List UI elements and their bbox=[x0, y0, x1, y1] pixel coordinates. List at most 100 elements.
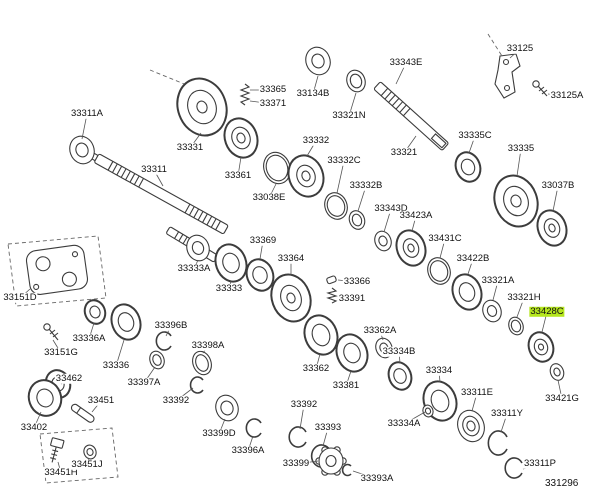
part-label-33334a[interactable]: 33334A bbox=[386, 417, 422, 430]
part-label-33421g[interactable]: 33421G bbox=[544, 392, 580, 405]
part-label-33391[interactable]: 33391 bbox=[337, 292, 367, 305]
part-label-33343d[interactable]: 33343D bbox=[373, 202, 409, 215]
part-33331-gear bbox=[176, 77, 228, 137]
part-33037b-gear bbox=[536, 209, 568, 247]
part-33311-input-shaft bbox=[87, 150, 229, 235]
part-label-33369[interactable]: 33369 bbox=[248, 234, 278, 247]
part-label-33396a[interactable]: 33396A bbox=[230, 444, 266, 457]
part-33423a-gear bbox=[395, 229, 427, 267]
part-label-33332b[interactable]: 33332B bbox=[348, 179, 384, 192]
part-label-33362[interactable]: 33362 bbox=[301, 362, 331, 375]
part-label-33402[interactable]: 33402 bbox=[19, 421, 49, 434]
part-label-33423a[interactable]: 33423A bbox=[398, 209, 434, 222]
part-label-33321h[interactable]: 33321H bbox=[506, 291, 542, 304]
part-33451j-washer bbox=[83, 444, 97, 460]
part-33381-gear bbox=[335, 333, 369, 373]
part-33422b-gear bbox=[451, 273, 483, 311]
part-label-33431c[interactable]: 33431C bbox=[427, 232, 463, 245]
part-label-33321[interactable]: 33321 bbox=[389, 146, 419, 159]
part-label-33134b[interactable]: 33134B bbox=[295, 87, 331, 100]
part-33393a-clip bbox=[341, 463, 352, 477]
part-label-33334[interactable]: 33334 bbox=[424, 364, 454, 377]
part-33311p-snap-ring bbox=[504, 457, 523, 479]
part-label-33311[interactable]: 33311 bbox=[140, 163, 168, 176]
part-label-33321a[interactable]: 33321A bbox=[480, 274, 516, 287]
construction-line bbox=[487, 33, 503, 57]
part-33321h-ring bbox=[508, 316, 524, 336]
part-label-33398a[interactable]: 33398A bbox=[190, 339, 226, 352]
part-label-33151d[interactable]: 33151D bbox=[2, 291, 38, 304]
figure-number: 331296 bbox=[545, 478, 579, 489]
part-33361-gear bbox=[223, 117, 259, 159]
part-label-33151g[interactable]: 33151G bbox=[43, 346, 79, 359]
part-33334-gear bbox=[422, 380, 458, 422]
part-label-33321n[interactable]: 33321N bbox=[331, 109, 367, 122]
part-33038e-ring bbox=[263, 151, 291, 185]
part-label-33343e[interactable]: 33343E bbox=[388, 56, 424, 69]
part-33335-gear bbox=[493, 174, 539, 228]
part-label-33362a[interactable]: 33362A bbox=[362, 324, 398, 337]
part-label-33371[interactable]: 33371 bbox=[258, 97, 288, 110]
part-label-33311y[interactable]: 33311Y bbox=[489, 407, 525, 420]
part-label-33332c[interactable]: 33332C bbox=[326, 154, 362, 167]
part-33125a-screw bbox=[532, 80, 548, 97]
part-33321n-ring bbox=[346, 69, 366, 93]
part-33399-sprocket bbox=[315, 446, 347, 476]
part-label-33365[interactable]: 33365 bbox=[258, 83, 288, 96]
part-label-33428c[interactable]: 33428C bbox=[529, 305, 565, 318]
part-33335c-gear bbox=[454, 151, 482, 183]
part-label-33311a[interactable]: 33311A bbox=[69, 107, 105, 120]
part-label-33393a[interactable]: 33393A bbox=[359, 472, 395, 485]
part-label-33335[interactable]: 33335 bbox=[506, 142, 536, 155]
part-label-33399[interactable]: 33399 bbox=[281, 457, 311, 470]
part-label-33451j[interactable]: 33451J bbox=[70, 458, 104, 471]
part-label-33451h[interactable]: 33451H bbox=[43, 466, 79, 479]
part-label-33311e[interactable]: 33311E bbox=[459, 386, 495, 399]
part-label-33333a[interactable]: 33333A bbox=[176, 262, 212, 275]
part-label-33392[interactable]: 33392 bbox=[161, 394, 191, 407]
part-label-33396b[interactable]: 33396B bbox=[153, 319, 189, 332]
part-33392b-snap-ring bbox=[288, 426, 307, 448]
part-label-33037b[interactable]: 33037B bbox=[540, 179, 576, 192]
part-33334a-collar bbox=[422, 404, 434, 418]
part-label-33332[interactable]: 33332 bbox=[301, 134, 331, 147]
part-33332b-ring bbox=[348, 210, 366, 230]
part-label-33397a[interactable]: 33397A bbox=[126, 376, 162, 389]
part-label-33364[interactable]: 33364 bbox=[276, 252, 306, 265]
part-label-33311p[interactable]: 33311P bbox=[522, 457, 558, 470]
part-33333a-bearing bbox=[186, 234, 210, 262]
part-label-33392-2[interactable]: 33392 bbox=[289, 398, 319, 411]
part-label-33399d[interactable]: 33399D bbox=[201, 427, 237, 440]
part-label-33336[interactable]: 33336 bbox=[101, 359, 131, 372]
part-33369-gear bbox=[245, 258, 275, 292]
part-33392-snap-ring bbox=[189, 376, 204, 394]
part-33321a-washer bbox=[482, 299, 502, 323]
part-33362-gear bbox=[303, 314, 339, 356]
part-label-33381[interactable]: 33381 bbox=[331, 379, 361, 392]
part-label-33331[interactable]: 33331 bbox=[175, 141, 205, 154]
part-33151g-screw bbox=[43, 323, 59, 341]
group-box-33451 bbox=[39, 427, 119, 484]
part-label-33334b[interactable]: 33334B bbox=[381, 345, 417, 358]
part-label-33125a[interactable]: 33125A bbox=[549, 89, 585, 102]
part-label-33462[interactable]: 33462 bbox=[54, 372, 84, 385]
part-33402-gear bbox=[27, 379, 63, 417]
part-label-33335c[interactable]: 33335C bbox=[457, 129, 493, 142]
part-33311y-snap-ring bbox=[487, 430, 508, 456]
part-label-33393[interactable]: 33393 bbox=[313, 421, 343, 434]
part-33396a-snap-ring bbox=[245, 418, 262, 438]
part-33332c-ring bbox=[324, 192, 348, 220]
part-33336a-gear bbox=[83, 299, 107, 325]
part-33398a-ring bbox=[192, 350, 212, 376]
part-label-33366[interactable]: 33366 bbox=[342, 275, 372, 288]
part-33397a-ring bbox=[149, 350, 165, 370]
part-label-33336a[interactable]: 33336A bbox=[71, 332, 107, 345]
part-label-33361[interactable]: 33361 bbox=[223, 169, 253, 182]
part-label-33333[interactable]: 33333 bbox=[214, 282, 244, 295]
part-label-33451[interactable]: 33451 bbox=[86, 394, 116, 407]
part-label-33422b[interactable]: 33422B bbox=[455, 252, 491, 265]
part-label-33125[interactable]: 33125 bbox=[505, 42, 535, 55]
part-label-33038e[interactable]: 33038E bbox=[251, 191, 287, 204]
part-33332-gear bbox=[287, 154, 325, 198]
